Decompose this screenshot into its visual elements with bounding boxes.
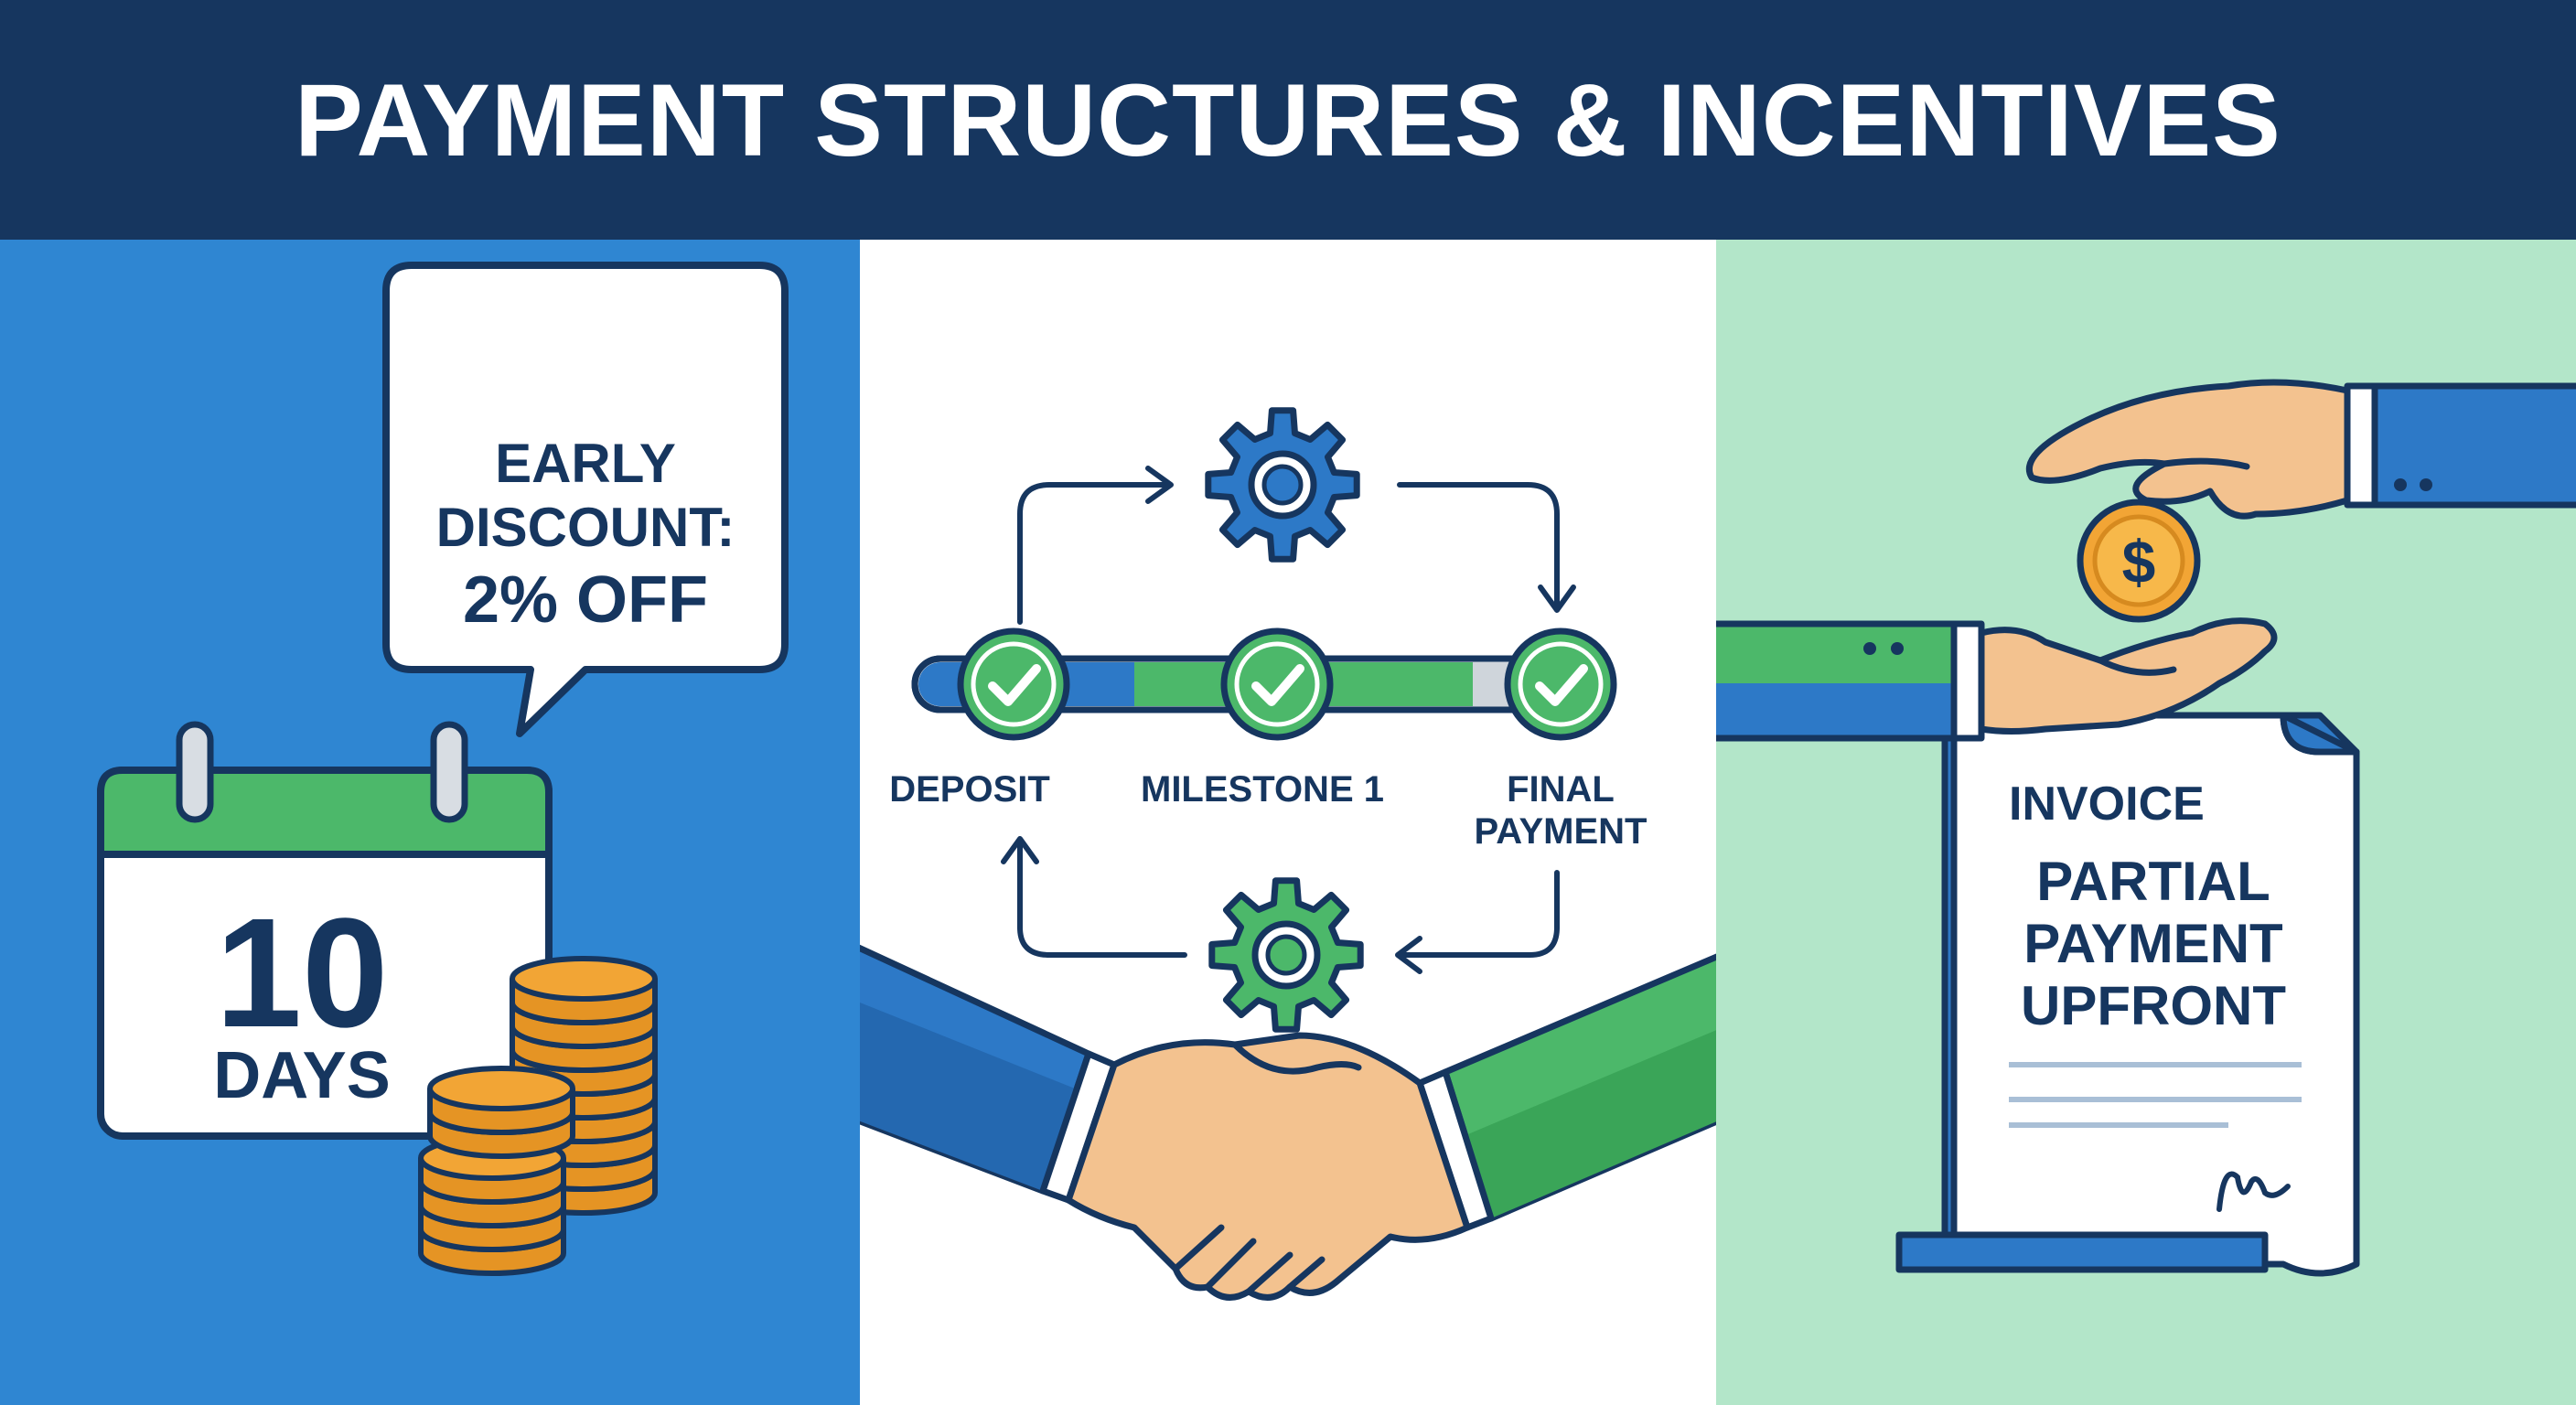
bubble-line-3: 2% OFF <box>463 563 708 637</box>
signature-icon <box>2216 1171 2291 1212</box>
page-title: PAYMENT STRUCTURES & INCENTIVES <box>295 62 2281 177</box>
upfront-line-3: UPFRONT <box>2021 975 2286 1036</box>
gear-icon <box>1205 407 1360 563</box>
checkmark-icon <box>1251 664 1304 706</box>
upfront-line-2: PAYMENT <box>2023 913 2282 974</box>
checkmark-icon <box>988 664 1041 706</box>
invoice-label: INVOICE <box>2009 778 2205 831</box>
panel-upfront: INVOICE PARTIAL PAYMENT UPFRONT <box>1716 240 2576 1405</box>
calendar-icon <box>97 721 553 1140</box>
handshake-icon <box>860 944 1716 1301</box>
milestone-deposit-check <box>957 627 1070 741</box>
coin-icon <box>2077 499 2201 623</box>
milestone-label-1: MILESTONE 1 <box>1141 769 1384 810</box>
milestone-label-deposit: DEPOSIT <box>889 769 1050 810</box>
header-banner: PAYMENT STRUCTURES & INCENTIVES <box>0 0 2576 240</box>
calendar-unit: DAYS <box>213 1039 390 1112</box>
bubble-line-2: DISCOUNT: <box>436 497 735 558</box>
panel-milestones: DEPOSIT MILESTONE 1 FINAL PAYMENT <box>860 240 1716 1405</box>
checkmark-icon <box>1535 664 1588 706</box>
milestone-label-final-1: FINAL <box>1507 769 1615 810</box>
calendar-number: 10 <box>215 886 388 1060</box>
speech-bubble-icon <box>382 262 789 737</box>
coin-stack-icon <box>418 956 658 1276</box>
gear-icon <box>1208 877 1364 1033</box>
receiving-hand-icon <box>1716 617 2278 742</box>
milestone-label-final-2: PAYMENT <box>1475 811 1648 852</box>
bubble-line-1: EARLY <box>495 433 676 494</box>
milestone-1-check <box>1220 627 1334 741</box>
panel-early-discount: EARLY DISCOUNT: 2% OFF 10 DAYS <box>0 240 860 1405</box>
coin-symbol: $ <box>2122 528 2156 595</box>
milestone-final-check <box>1504 627 1617 741</box>
giving-hand-icon <box>2025 379 2576 520</box>
invoice-document-icon <box>1895 712 2360 1277</box>
cycle-arrow-icon <box>1001 466 1576 974</box>
upfront-line-1: PARTIAL <box>2036 851 2270 912</box>
